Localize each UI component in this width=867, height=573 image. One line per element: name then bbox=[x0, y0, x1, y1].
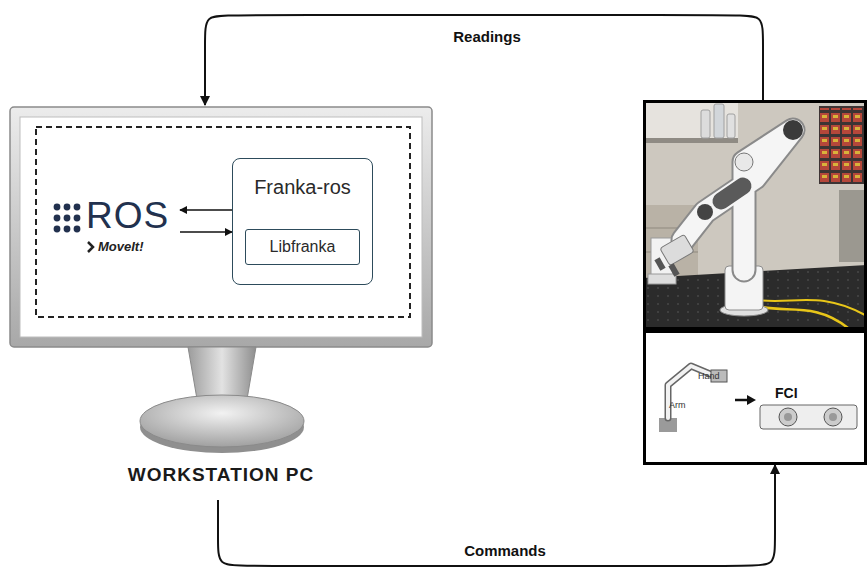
libfranka-box: Libfranka bbox=[245, 229, 360, 265]
part-label-anchor: Arm bbox=[669, 400, 686, 411]
arm-schematic bbox=[659, 366, 727, 432]
fci-device bbox=[760, 405, 857, 429]
node-text: Libfranka bbox=[270, 237, 336, 257]
node-text: ROS bbox=[86, 195, 169, 237]
node-text: FCI bbox=[775, 384, 798, 402]
ros-logo-dots bbox=[54, 204, 81, 233]
robot-photo bbox=[643, 100, 867, 464]
edge-label: Readings bbox=[449, 27, 525, 47]
moveit-chevron bbox=[88, 242, 93, 252]
edge-label: Commands bbox=[460, 541, 550, 561]
connector-arrow bbox=[180, 209, 232, 211]
part-label-anchor: Hand bbox=[698, 371, 720, 382]
workstation-pc: WORKSTATION PC ROS MoveIt! Franka-rosLibfra… bbox=[8, 105, 434, 500]
monitor-illustration bbox=[10, 107, 432, 453]
edge-label-anchor: Commands bbox=[460, 541, 550, 561]
franka-ros-box: Franka-rosLibfranka bbox=[232, 158, 373, 285]
connector-arrow bbox=[180, 231, 232, 233]
connector-arrow bbox=[205, 15, 763, 105]
robot-panel: FCI bbox=[643, 100, 867, 465]
node-text: Franka-ros bbox=[254, 175, 351, 199]
edge-label-anchor: Readings bbox=[449, 27, 525, 47]
node-text: MoveIt! bbox=[98, 239, 144, 255]
ros-block: ROS MoveIt! bbox=[52, 193, 180, 259]
node-text: WORKSTATION PC bbox=[128, 463, 314, 487]
part-label: Hand bbox=[698, 371, 720, 382]
part-label: Arm bbox=[669, 400, 686, 411]
